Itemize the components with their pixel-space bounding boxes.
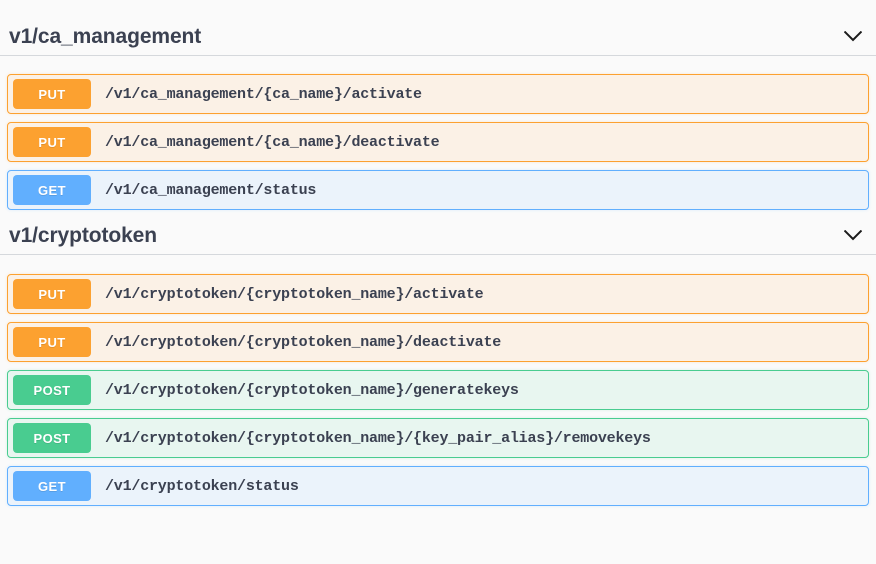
method-badge-get: GET (13, 471, 91, 502)
method-badge-put: PUT (13, 327, 91, 358)
operation-row[interactable]: GET /v1/ca_management/status (7, 170, 869, 211)
tag-section-cryptotoken: v1/cryptotoken PUT /v1/cryptotoken/{cryp… (0, 217, 876, 507)
tag-title: v1/cryptotoken (9, 224, 157, 248)
operation-row[interactable]: PUT /v1/ca_management/{ca_name}/deactiva… (7, 122, 869, 163)
operation-path: /v1/ca_management/{ca_name}/activate (105, 85, 422, 103)
chevron-down-icon-glyph (844, 230, 862, 241)
method-badge-post: POST (13, 423, 91, 454)
operation-row[interactable]: POST /v1/cryptotoken/{cryptotoken_name}/… (7, 418, 869, 459)
operation-row[interactable]: PUT /v1/cryptotoken/{cryptotoken_name}/d… (7, 322, 869, 363)
operation-path: /v1/ca_management/status (105, 181, 317, 199)
swagger-operations-root: v1/ca_management PUT /v1/ca_management/{… (0, 19, 876, 507)
operation-row[interactable]: PUT /v1/ca_management/{ca_name}/activate (7, 74, 869, 115)
method-badge-put: PUT (13, 279, 91, 310)
chevron-down-icon-glyph (844, 31, 862, 42)
operation-path: /v1/cryptotoken/{cryptotoken_name}/activ… (105, 285, 484, 303)
operation-row[interactable]: PUT /v1/cryptotoken/{cryptotoken_name}/a… (7, 274, 869, 315)
operation-path: /v1/cryptotoken/{cryptotoken_name}/deact… (105, 333, 502, 351)
chevron-down-icon[interactable] (840, 223, 866, 249)
tag-title: v1/ca_management (9, 25, 202, 49)
method-badge-get: GET (13, 175, 91, 206)
tag-header-cryptotoken[interactable]: v1/cryptotoken (0, 217, 876, 256)
operations-list-cryptotoken: PUT /v1/cryptotoken/{cryptotoken_name}/a… (0, 274, 876, 507)
method-badge-put: PUT (13, 127, 91, 158)
tag-section-ca-management: v1/ca_management PUT /v1/ca_management/{… (0, 19, 876, 211)
tag-header-ca-management[interactable]: v1/ca_management (0, 19, 876, 56)
operation-row[interactable]: POST /v1/cryptotoken/{cryptotoken_name}/… (7, 370, 869, 411)
operations-list-ca-management: PUT /v1/ca_management/{ca_name}/activate… (0, 74, 876, 211)
operation-row[interactable]: GET /v1/cryptotoken/status (7, 466, 869, 507)
chevron-down-icon[interactable] (840, 24, 866, 50)
method-badge-post: POST (13, 375, 91, 406)
operation-path: /v1/cryptotoken/{cryptotoken_name}/gener… (105, 381, 519, 399)
operation-path: /v1/cryptotoken/{cryptotoken_name}/{key_… (105, 429, 651, 447)
operation-path: /v1/cryptotoken/status (105, 477, 299, 495)
method-badge-put: PUT (13, 79, 91, 110)
operation-path: /v1/ca_management/{ca_name}/deactivate (105, 133, 440, 151)
